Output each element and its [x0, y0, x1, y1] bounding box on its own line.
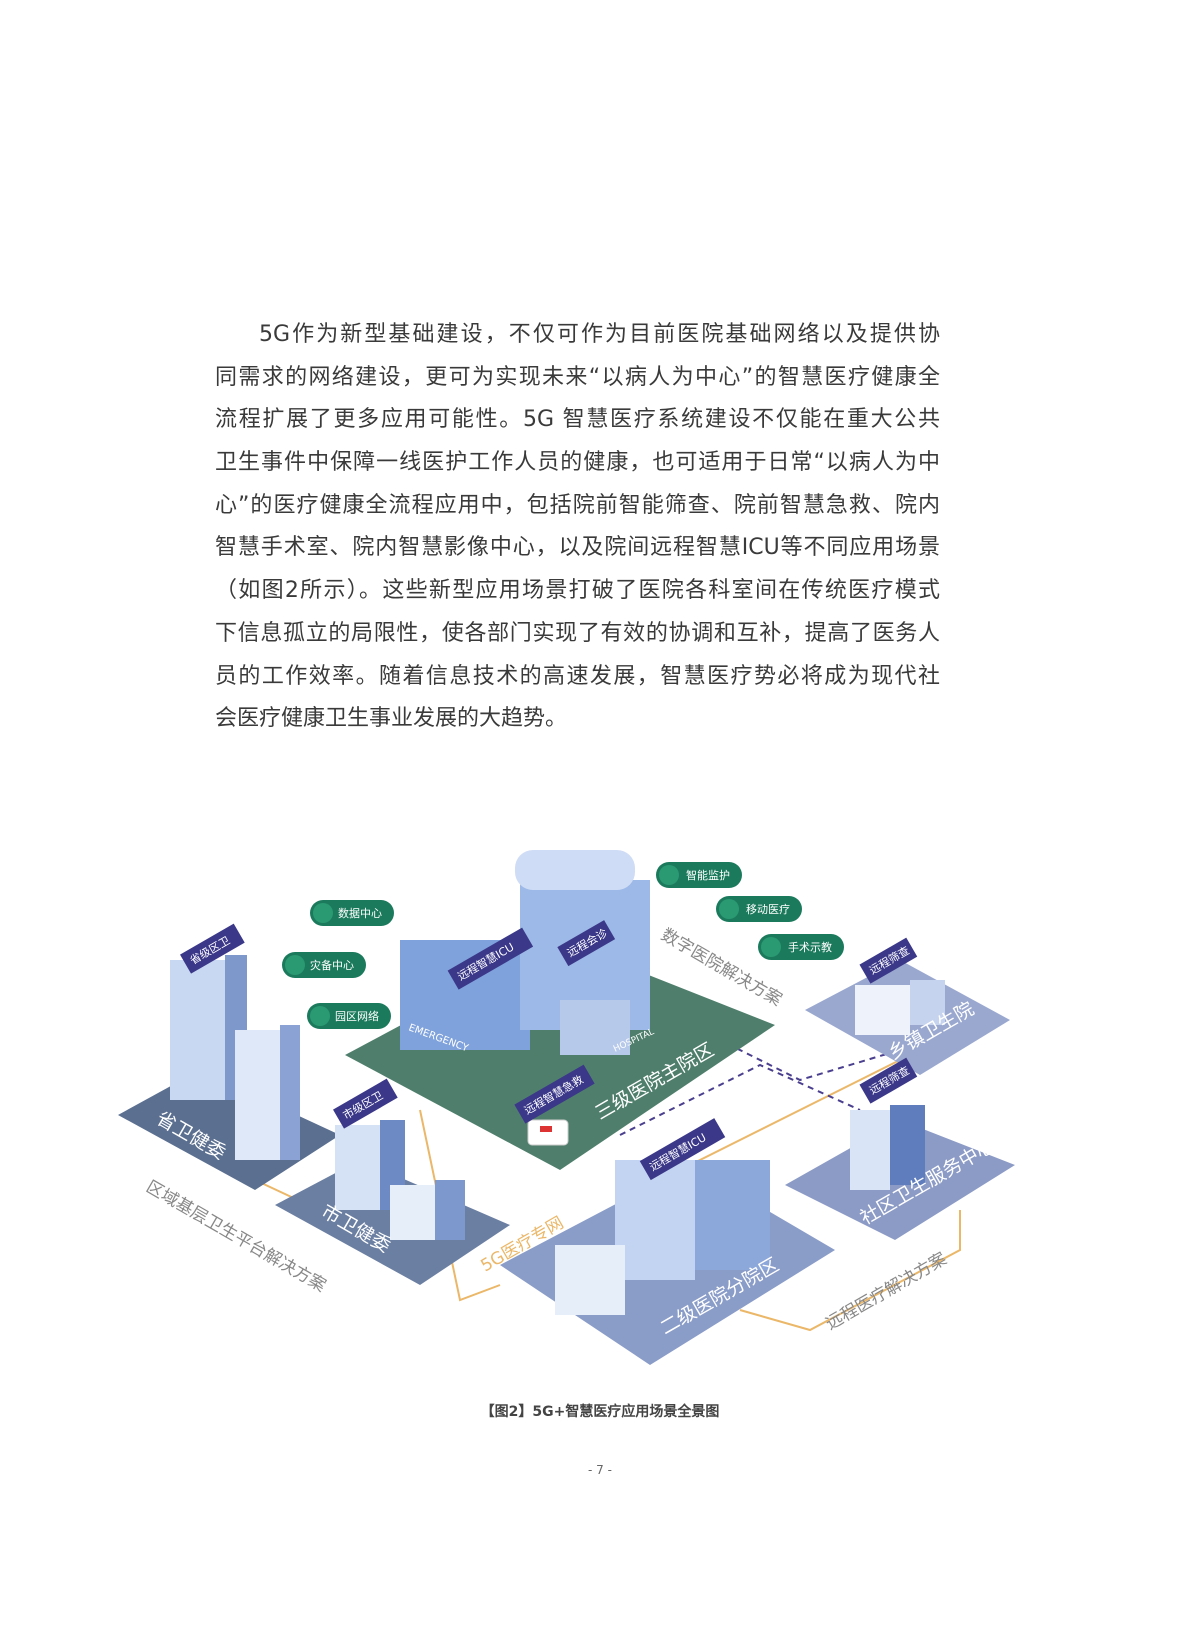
backup-icon — [285, 955, 305, 975]
wifi-icon — [310, 1006, 330, 1026]
paragraph-line: 会医疗健康卫生事业发展的大趋势。 — [215, 706, 568, 732]
paragraph-line: 同需求的网络建设，更可为实现未来“以病人为中心”的智慧医疗健康全 — [215, 364, 940, 390]
svg-text:移动医疗: 移动医疗 — [746, 902, 790, 916]
page-number: - 7 - — [588, 1463, 612, 1477]
svg-text:灾备中心: 灾备中心 — [310, 958, 354, 972]
pill-campus-network: 园区网络 — [307, 1003, 391, 1029]
paragraph-line: 流程扩展了更多应用可能性。5G 智慧医疗系统建设不仅能在重大公共 — [215, 407, 940, 433]
figure-caption: 【图2】5G+智慧医疗应用场景全景图 — [480, 1404, 720, 1420]
pill-data-center: 数据中心 — [310, 900, 394, 926]
radar-icon — [719, 899, 739, 919]
pill-disaster-backup: 灾备中心 — [282, 952, 366, 978]
figure-5g-smart-medical: EMERGENCY HOSPITAL 数据中心 灾备中心 园区网络 智能监护 移… — [118, 850, 1015, 1365]
paragraph-line: 卫生事件中保障一线医护工作人员的健康，也可适用于日常“以病人为中 — [215, 450, 940, 476]
pill-surgery-teaching: 手术示教 — [758, 934, 844, 960]
pill-mobile-medical: 移动医疗 — [716, 896, 802, 922]
pill-smart-monitoring: 智能监护 — [656, 862, 742, 888]
svg-text:园区网络: 园区网络 — [335, 1009, 379, 1023]
paragraph-line: 员的工作效率。随着信息技术的高速发展，智慧医疗势必将成为现代社 — [215, 663, 940, 689]
paragraph-line: 心”的医疗健康全流程应用中，包括院前智能筛查、院前智慧急救、院内 — [215, 492, 940, 518]
paragraph-line: 智慧手术室、院内智慧影像中心，以及院间远程智慧ICU等不同应用场景 — [215, 535, 940, 561]
tag-remote-screen-community: 远程筛查 — [859, 1057, 918, 1104]
label-remote-medical-solution: 远程医疗解决方案 — [823, 1249, 951, 1334]
paragraph-line: （如图2所示）。这些新型应用场景打破了医院各科室间在传统医疗模式 — [215, 578, 940, 604]
paragraph-line: 5G作为新型基础建设，不仅可作为目前医院基础网络以及提供协 — [259, 322, 940, 347]
bar-chart-icon — [313, 903, 333, 923]
paragraph-line: 下信息孤立的局限性，使各部门实现了有效的协调和互补，提高了医务人 — [215, 620, 940, 646]
svg-text:数据中心: 数据中心 — [338, 906, 382, 920]
syringe-icon — [761, 937, 781, 957]
monitor-icon — [659, 865, 679, 885]
svg-text:手术示教: 手术示教 — [788, 940, 832, 954]
buildings — [170, 850, 945, 1315]
svg-text:智能监护: 智能监护 — [686, 868, 730, 882]
body-paragraph: 5G作为新型基础建设，不仅可作为目前医院基础网络以及提供协 同需求的网络建设，更… — [215, 314, 940, 741]
